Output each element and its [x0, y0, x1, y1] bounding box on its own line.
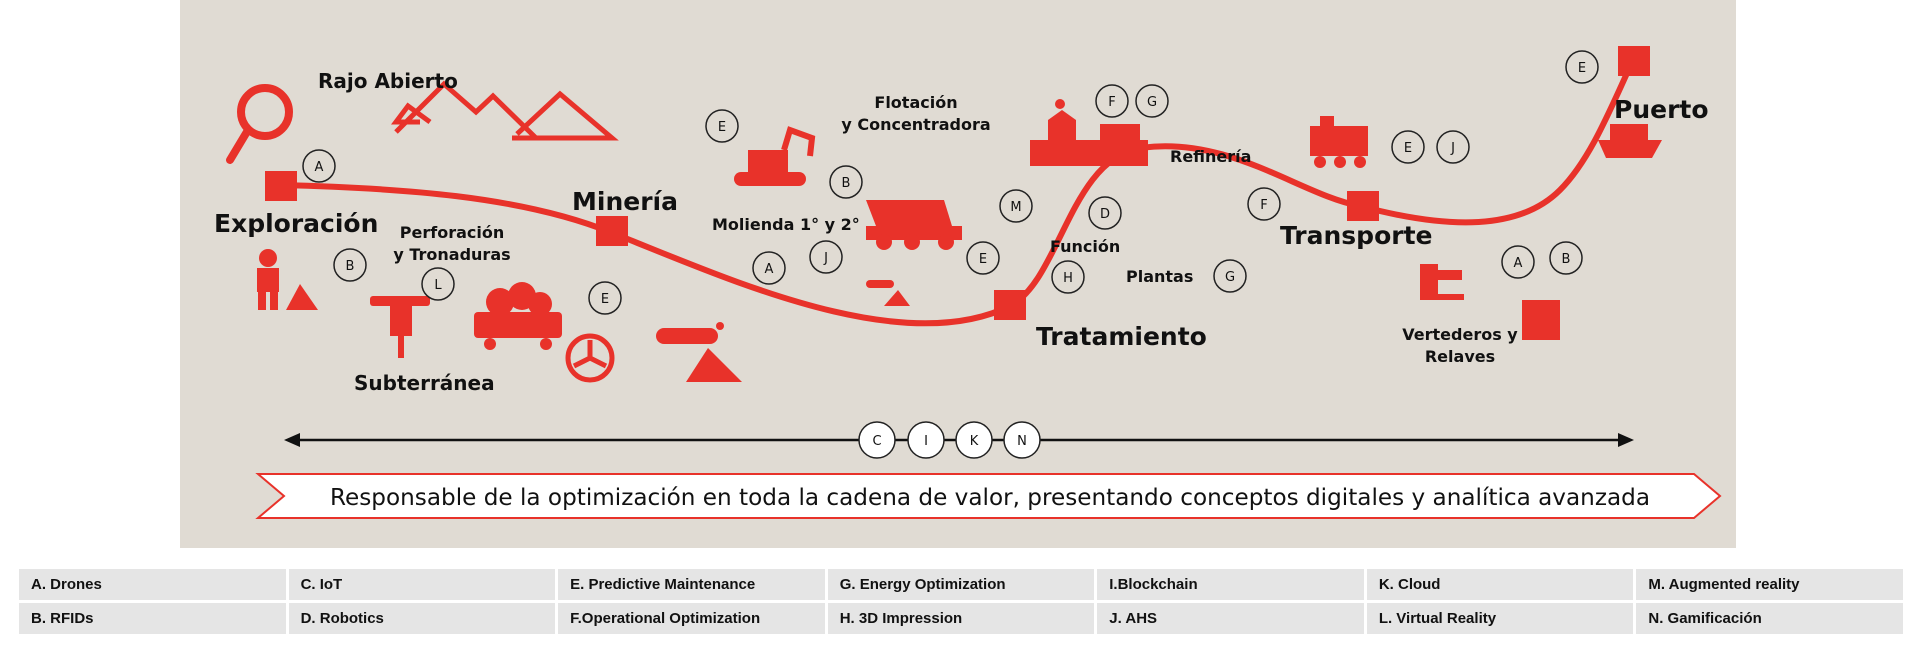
- timeline-arrow-left-head: [284, 433, 300, 447]
- timeline-markers: [858, 421, 1041, 459]
- mountains-icon: [391, 80, 619, 141]
- marker-b-truck: B: [842, 176, 851, 191]
- tailings-icon: [1522, 300, 1560, 340]
- marker-g-plantas: G: [1225, 270, 1235, 285]
- technology-legend: A. Drones C. IoT E. Predictive Maintenan…: [16, 566, 1906, 637]
- legend-item: A. Drones: [19, 569, 286, 600]
- marker-b-vertederos: B: [1562, 252, 1571, 267]
- technology-markers: [302, 50, 1599, 315]
- label-perforacion-2: y Tronaduras: [393, 245, 510, 264]
- marker-j-train: J: [1450, 141, 1455, 156]
- legend-item: J. AHS: [1097, 603, 1364, 634]
- node-puerto: [1618, 46, 1650, 76]
- label-molienda: Molienda 1° y 2°: [712, 215, 860, 234]
- marker-a-vertederos: A: [1514, 256, 1523, 271]
- marker-f-refineria: F: [1108, 95, 1115, 110]
- marker-e-excavator: E: [718, 120, 726, 135]
- marker-e-subterranea: E: [601, 292, 609, 307]
- legend-item: D. Robotics: [288, 603, 556, 634]
- worker-icon: [257, 249, 318, 310]
- label-subterranea: Subterránea: [354, 371, 495, 395]
- legend-item: I.Blockchain: [1097, 569, 1364, 600]
- label-funcion: Función: [1050, 237, 1120, 256]
- dump-truck-icon: [866, 200, 962, 250]
- marker-e-puerto: E: [1578, 61, 1586, 76]
- legend-item: K. Cloud: [1366, 569, 1634, 600]
- label-refineria: Refinería: [1170, 147, 1251, 166]
- legend-item: N. Gamificación: [1636, 603, 1903, 634]
- legend-row: B. RFIDs D. Robotics F.Operational Optim…: [19, 603, 1903, 634]
- ore-cart-icon: [474, 282, 562, 350]
- stage-transporte: Transporte: [1280, 221, 1433, 250]
- label-flotacion-2: y Concentradora: [841, 115, 990, 134]
- legend-item: E. Predictive Maintenance: [558, 569, 825, 600]
- marker-g-refineria: G: [1147, 95, 1157, 110]
- waste-pipe-icon: [1420, 264, 1464, 300]
- marker-d-funcion: D: [1100, 207, 1110, 222]
- legend-item: F.Operational Optimization: [558, 603, 825, 634]
- marker-f-curve: F: [1260, 198, 1267, 213]
- stage-tratamiento: Tratamiento: [1036, 322, 1207, 351]
- label-rajo-abierto: Rajo Abierto: [318, 69, 458, 93]
- value-chain-diagram: Exploración Minería Tratamiento Transpor…: [214, 46, 1722, 519]
- banner-arrow: [255, 473, 1722, 519]
- legend-item: C. IoT: [288, 569, 556, 600]
- factory-icon: [1030, 99, 1148, 166]
- small-ore-icon: [866, 280, 910, 306]
- label-plantas: Plantas: [1126, 267, 1193, 286]
- legend-item: B. RFIDs: [19, 603, 286, 634]
- node-tratamiento: [994, 290, 1026, 320]
- label-perforacion-1: Perforación: [400, 223, 504, 242]
- stage-exploracion: Exploración: [214, 209, 378, 238]
- node-exploracion: [265, 171, 297, 201]
- label-vertederos-2: Relaves: [1425, 347, 1495, 366]
- marker-b-exploracion: B: [346, 259, 355, 274]
- ship-icon: [1598, 124, 1662, 158]
- label-vertederos-1: Vertederos y: [1402, 325, 1518, 344]
- legend-item: L. Virtual Reality: [1366, 603, 1634, 634]
- legend-item: G. Energy Optimization: [827, 569, 1095, 600]
- timeline-marker-i: I: [924, 434, 928, 449]
- stage-puerto: Puerto: [1614, 95, 1709, 124]
- fan-icon: [565, 333, 615, 383]
- excavator-icon: [734, 126, 816, 186]
- marker-l-perforacion: L: [434, 278, 442, 293]
- train-icon: [1310, 116, 1368, 168]
- marker-e-train: E: [1404, 141, 1412, 156]
- magnifier-icon: [226, 84, 293, 164]
- value-chain-curve: [279, 58, 1636, 327]
- timeline-arrow-right-head: [1618, 433, 1634, 447]
- legend-item: M. Augmented reality: [1636, 569, 1903, 600]
- marker-e-tratamiento: E: [979, 252, 987, 267]
- marker-a-molienda: A: [765, 262, 774, 277]
- legend-row: A. Drones C. IoT E. Predictive Maintenan…: [19, 569, 1903, 600]
- node-transporte: [1347, 191, 1379, 221]
- timeline-marker-n: N: [1017, 434, 1027, 449]
- legend-item: H. 3D Impression: [827, 603, 1095, 634]
- marker-h-funcion: H: [1063, 271, 1073, 286]
- stage-mineria: Minería: [572, 187, 678, 216]
- jackhammer-icon: [370, 296, 430, 358]
- marker-j-molienda: J: [823, 251, 828, 266]
- banner-text: Responsable de la optimización en toda l…: [330, 485, 1650, 511]
- conveyor-ore-icon: [656, 322, 742, 382]
- marker-a-exploracion: A: [315, 160, 324, 175]
- node-mineria: [596, 216, 628, 246]
- label-flotacion-1: Flotación: [874, 93, 957, 112]
- timeline-marker-k: K: [970, 434, 979, 449]
- marker-m-tratamiento: M: [1010, 200, 1021, 215]
- timeline-marker-c: C: [872, 434, 881, 449]
